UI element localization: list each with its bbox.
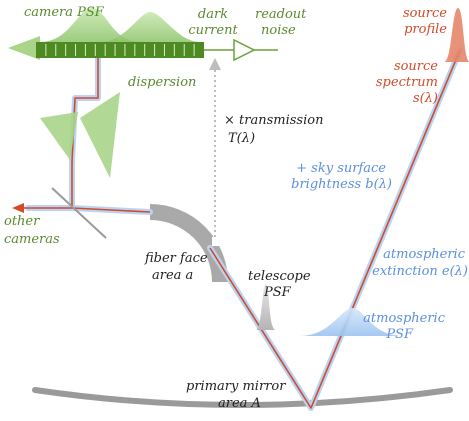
other-cameras-label-line2: cameras <box>4 232 60 247</box>
other-cameras-label-line1: other <box>4 214 40 229</box>
source-spectrum-label-line2: spectrum <box>376 75 438 90</box>
fiber-face-label-line1: fiber face <box>144 251 208 266</box>
source-profile-label-line2: profile <box>404 22 447 37</box>
readout-amplifier-icon <box>233 38 256 62</box>
dispersion-prism-large <box>80 92 120 178</box>
dark-current-label-line1: dark <box>198 7 228 22</box>
atmospheric-extinction-label-line1: atmospheric <box>383 247 466 262</box>
dispersion-prism-small <box>40 112 78 160</box>
dichroic-splitter <box>51 187 107 239</box>
telescope-psf-curve <box>256 284 276 330</box>
dark-current-label-line2: current <box>188 23 238 38</box>
atmospheric-psf-label-line1: atmospheric <box>363 311 446 326</box>
ccd-detector <box>36 42 204 58</box>
transmission-label-line2: T(λ) <box>228 131 255 146</box>
primary-mirror <box>32 387 453 408</box>
readout-noise-label-line1: readout <box>255 7 307 22</box>
primary-mirror-label-line2: area A <box>218 396 261 411</box>
camera-psf-curve-2 <box>100 12 200 42</box>
atmospheric-psf-curve <box>300 308 402 336</box>
transmission-arrow-head-icon <box>209 58 221 70</box>
source-ray <box>209 49 461 409</box>
transmission-label-line1: × transmission <box>224 113 323 128</box>
sky-brightness-label-line2: brightness b(λ) <box>291 177 392 192</box>
telescope-psf-label-line2: PSF <box>263 285 292 300</box>
atmospheric-psf-label-line2: PSF <box>385 327 414 342</box>
camera-psf-label: camera PSF <box>24 5 105 20</box>
fiber-bend <box>149 204 228 283</box>
readout-noise-label-line2: noise <box>261 23 296 38</box>
atmospheric-extinction-label-line2: extinction e(λ) <box>372 264 468 279</box>
fiber-face-label-line2: area a <box>152 268 193 283</box>
beam-path <box>22 49 461 409</box>
source-profile-label-line1: source <box>403 6 447 21</box>
source-spectrum-label-line1: source <box>394 59 438 74</box>
primary-mirror-label-line1: primary mirror <box>186 379 286 394</box>
camera-psf-arrow-icon <box>8 36 40 60</box>
telescope-psf-label-line1: telescope <box>248 269 311 284</box>
source-profile-curve <box>444 8 469 62</box>
camera-psf-curve-1 <box>40 8 140 42</box>
dispersion-label: dispersion <box>128 75 196 90</box>
other-cameras-arrow-icon <box>12 203 24 213</box>
beam-halo <box>25 47 463 411</box>
source-spectrum-label-line3: s(λ) <box>413 91 438 106</box>
sky-brightness-label-line1: + sky surface <box>296 161 386 176</box>
fiber-face-marker <box>212 237 220 246</box>
